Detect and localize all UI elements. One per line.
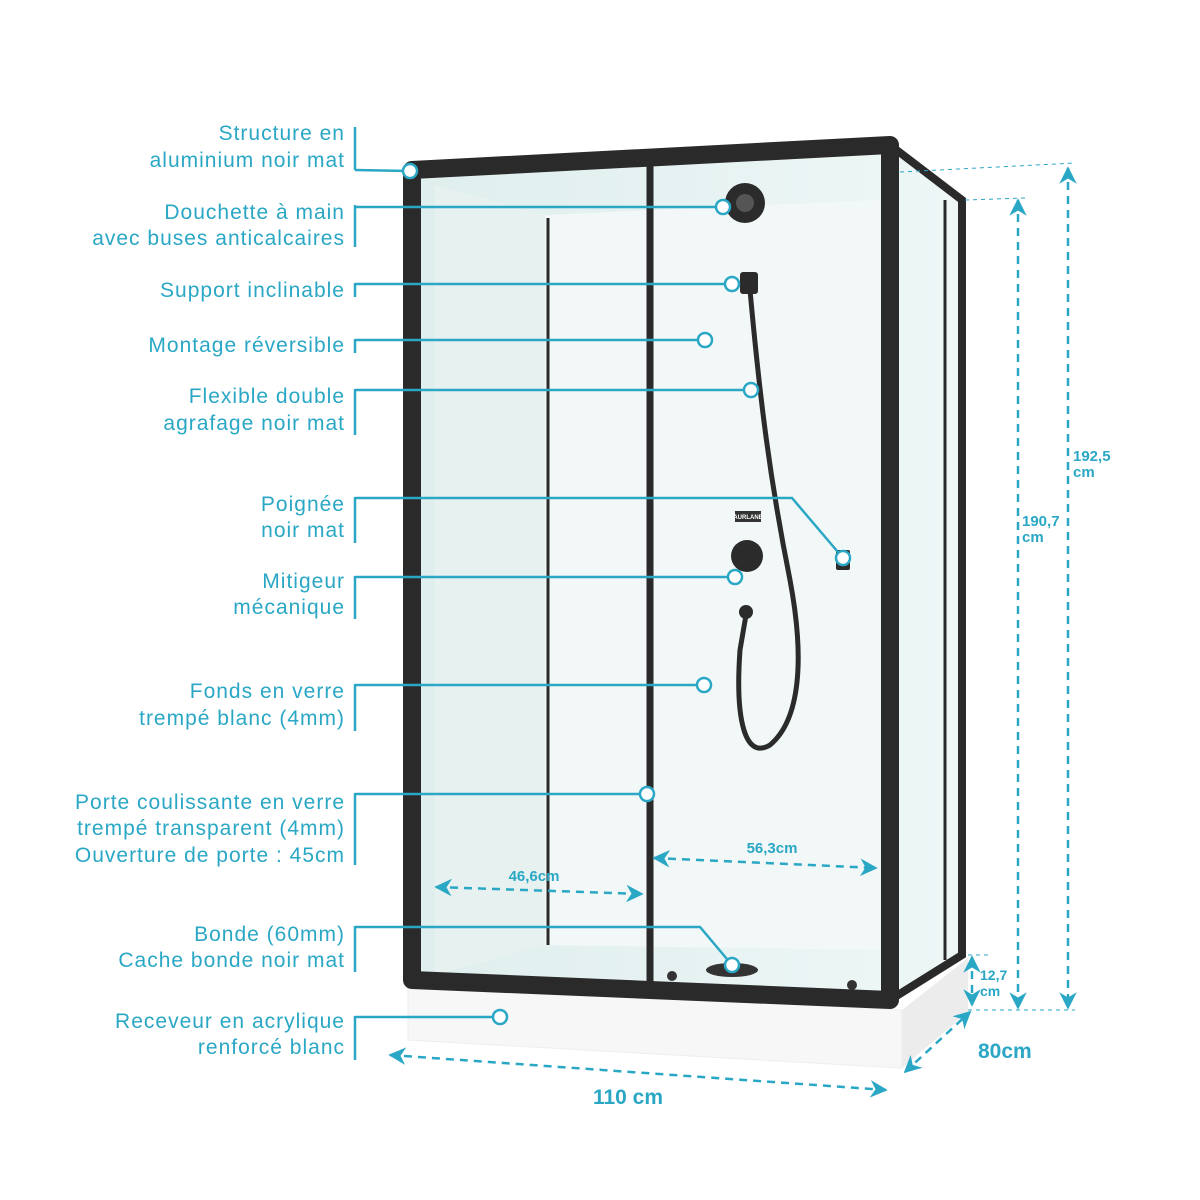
callout-label: Bonde (60mm) xyxy=(194,923,345,946)
callout-label: Douchette à main xyxy=(164,201,345,224)
callout-dot-icon xyxy=(695,676,713,694)
callout-label: Mitigeur xyxy=(262,570,345,593)
mixer-brand-logo: AURLANE xyxy=(733,515,762,521)
callout-dot-icon xyxy=(723,956,741,974)
callout-label: Porte coulissante en verre xyxy=(75,791,345,814)
callout-label: Cache bonde noir mat xyxy=(118,949,345,972)
callout-label: noir mat xyxy=(261,519,345,542)
callout-receveur: Receveur en acrylique renforcé blanc xyxy=(115,1008,509,1060)
callout-label: renforcé blanc xyxy=(198,1036,345,1059)
hose-icon xyxy=(736,289,801,751)
mixer-brand-plate xyxy=(735,511,761,522)
callout-bonde: Bonde (60mm) Cache bonde noir mat xyxy=(118,923,741,974)
callout-support: Support inclinable xyxy=(160,275,741,302)
depth-label: 80cm xyxy=(978,1040,1032,1063)
callout-dot-icon xyxy=(726,568,744,586)
left-opening-label: 46,6cm xyxy=(509,868,560,885)
tilting-support-icon xyxy=(740,272,758,294)
callout-label: aluminium noir mat xyxy=(150,149,345,172)
callout-douchette: Douchette à main avec buses anticalcaires xyxy=(92,198,732,250)
callout-dot-icon xyxy=(714,198,732,216)
width-label: 110 cm xyxy=(593,1086,663,1109)
callout-label: Poignée xyxy=(261,493,345,516)
callout-dot-icon xyxy=(401,162,419,180)
shower-head-icon xyxy=(725,183,765,223)
callout-mitigeur: Mitigeur mécanique xyxy=(233,568,744,619)
callout-dot-icon xyxy=(638,785,656,803)
depth-dimension xyxy=(903,1010,972,1074)
callout-fonds: Fonds en verre trempé blanc (4mm) xyxy=(139,676,713,731)
callout-label: Receveur en acrylique xyxy=(115,1010,345,1033)
callout-leader-line xyxy=(355,496,844,559)
callout-label: avec buses anticalcaires xyxy=(92,227,345,250)
left-opening-dimension xyxy=(434,878,644,903)
callout-montage: Montage réversible xyxy=(148,331,714,357)
shower-cabin: AURLANE xyxy=(403,136,966,1009)
dimension-labels: 110 cm 80cm 12,7 cm 190,7 cm 192,5 cm 46… xyxy=(509,448,1111,1109)
callout-label: Structure en xyxy=(219,122,345,145)
callout-porte: Porte coulissante en verre trempé transpa… xyxy=(75,785,656,867)
callout-dot-icon xyxy=(742,381,760,399)
callout-group: Structure en aluminium noir matDouchette … xyxy=(75,122,852,1060)
callout-label: trempé transparent (4mm) xyxy=(77,817,345,840)
callout-label: Support inclinable xyxy=(160,279,345,302)
mixer-icon xyxy=(731,540,763,572)
callout-flexible: Flexible double agrafage noir mat xyxy=(163,381,760,435)
total-height-value: 192,5 xyxy=(1073,448,1111,465)
callout-dot-icon xyxy=(696,331,714,349)
callout-leader-line xyxy=(354,168,411,173)
callout-dot-icon xyxy=(834,549,852,567)
callout-leader-line xyxy=(355,925,733,966)
callout-label: trempé blanc (4mm) xyxy=(139,707,345,730)
right-opening-dimension xyxy=(652,849,878,877)
tray-height-value: 12,7 xyxy=(980,967,1007,983)
inner-height-value: 190,7 xyxy=(1022,513,1060,530)
callout-structure: Structure en aluminium noir mat xyxy=(150,122,419,180)
callout-dot-icon xyxy=(723,275,741,293)
total-height-unit: cm xyxy=(1073,464,1095,481)
callout-label: Flexible double xyxy=(189,385,345,408)
callout-label: agrafage noir mat xyxy=(163,412,345,435)
inner-height-unit: cm xyxy=(1022,529,1044,546)
callout-dot-icon xyxy=(491,1008,509,1026)
callout-label: Fonds en verre xyxy=(190,680,345,703)
callout-label: Montage réversible xyxy=(148,334,345,357)
dimension-lines xyxy=(388,162,1077,1098)
callout-label: Ouverture de porte : 45cm xyxy=(75,844,345,867)
tray-height-unit: cm xyxy=(980,983,1000,999)
right-opening-label: 56,3cm xyxy=(747,840,798,857)
callout-label: mécanique xyxy=(233,596,345,619)
callout-poignee: Poignée noir mat xyxy=(261,493,852,567)
